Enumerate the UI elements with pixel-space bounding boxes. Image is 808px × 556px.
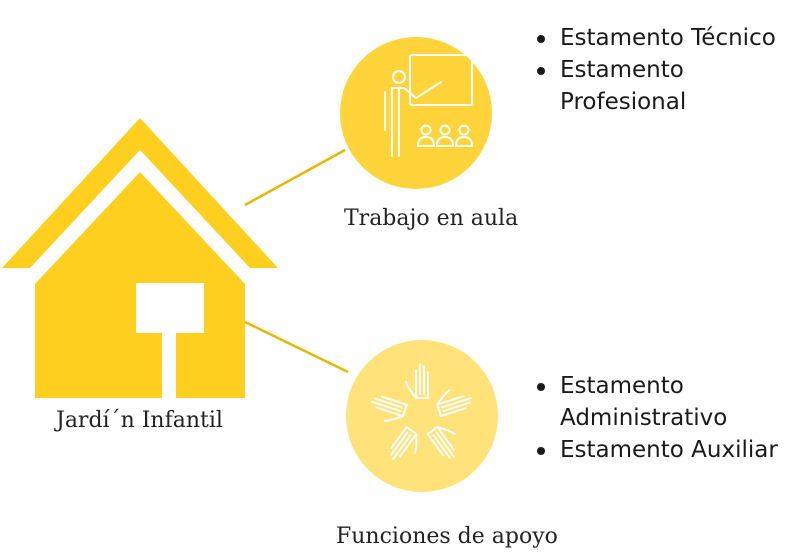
house-label: Jardí´n Infantil bbox=[56, 408, 223, 433]
bottom-branch-label: Funciones de apoyo bbox=[336, 524, 558, 549]
list-item-administrativo: Estamento Administrativo bbox=[534, 370, 750, 434]
top-circle bbox=[340, 37, 492, 189]
bottom-circle bbox=[346, 340, 498, 492]
top-branch-label: Trabajo en aula bbox=[344, 206, 519, 231]
house-icon bbox=[2, 118, 278, 398]
list-item-auxiliar: Estamento Auxiliar bbox=[534, 434, 804, 466]
connector-top bbox=[244, 148, 346, 207]
sign-post bbox=[162, 331, 176, 398]
connector-bottom bbox=[244, 320, 349, 374]
top-branch-list: Estamento Técnico Estamento Profesional bbox=[534, 22, 804, 118]
helping-hands-icon bbox=[370, 363, 472, 461]
sign-board bbox=[136, 283, 204, 333]
list-item-profesional: Estamento Profesional bbox=[534, 54, 710, 118]
list-item-tecnico: Estamento Técnico bbox=[534, 22, 804, 54]
bottom-branch-list: Estamento Administrativo Estamento Auxil… bbox=[534, 370, 804, 466]
teacher-classroom-icon bbox=[384, 54, 473, 157]
